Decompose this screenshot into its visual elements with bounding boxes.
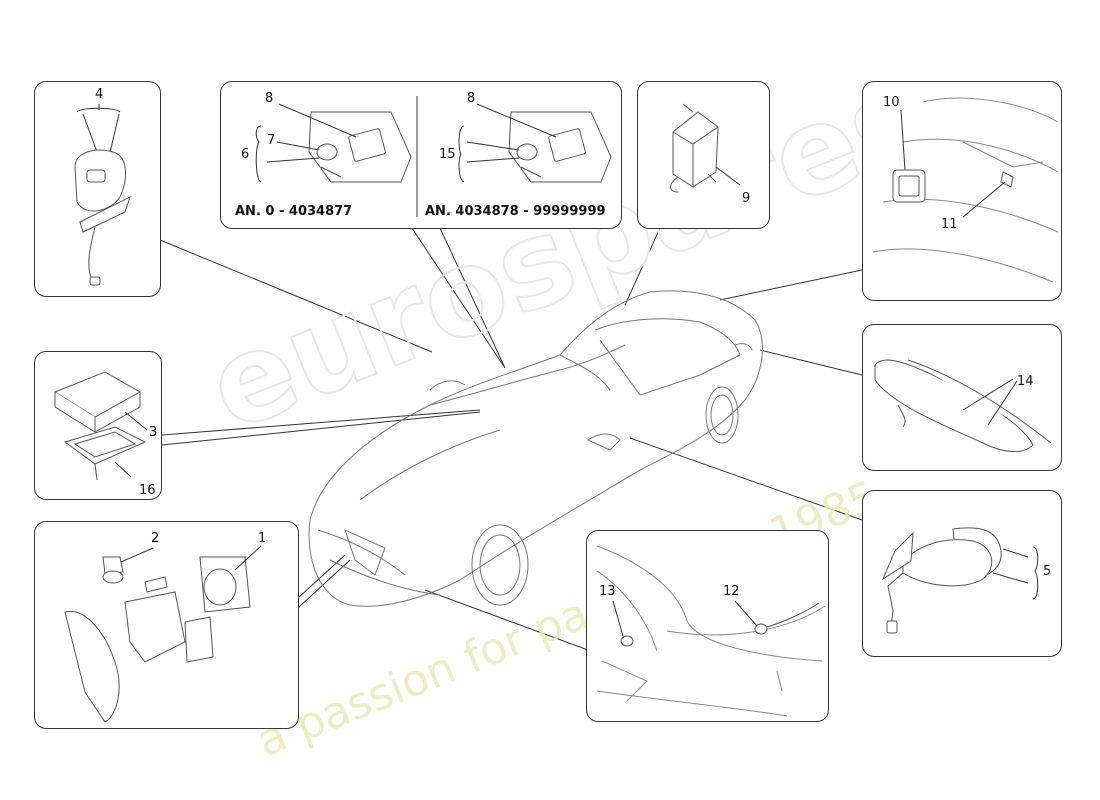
brake-light-illustration (874, 359, 1052, 452)
panel-part-13[interactable]: 13 12 (586, 530, 829, 722)
leader-line-9 (624, 227, 661, 306)
leader-line-5 (629, 437, 863, 521)
callout-9: 9 (742, 191, 751, 206)
leader-line-13 (424, 589, 589, 651)
callout-2: 2 (151, 531, 160, 546)
car-outline (308, 290, 763, 607)
callout-3: 3 (149, 425, 158, 440)
callout-5: 5 (1043, 564, 1052, 579)
callout-4: 4 (95, 87, 104, 102)
window-switch-illustration (74, 104, 131, 286)
control-unit-illustration (670, 103, 741, 193)
callout-8-left: 8 (265, 91, 274, 106)
panel-part-3[interactable]: 3 16 (34, 351, 162, 500)
roof-module-illustrations (255, 96, 612, 217)
panel-part-9[interactable]: 9 (637, 81, 770, 229)
mirror-illustration (881, 527, 1039, 634)
radar-sensor-illustration (64, 545, 262, 723)
callout-7: 7 (267, 133, 276, 148)
rear-camera-illustration (872, 97, 1059, 283)
caption-right-range: AN. 4034878 - 99999999 (425, 204, 606, 219)
bumper-sensor-illustration (596, 545, 826, 717)
leader-line-10 (719, 269, 863, 301)
callout-8-right: 8 (467, 91, 476, 106)
callout-16: 16 (139, 483, 156, 498)
leader-line-1a (297, 554, 346, 599)
panel-part-4[interactable]: 4 (34, 81, 161, 297)
leader-line-8 (399, 209, 506, 369)
panel-part-1[interactable]: 2 1 (34, 521, 299, 729)
leader-line-3b (161, 411, 481, 446)
callout-14: 14 (1017, 374, 1034, 389)
panel-part-8[interactable]: 8 7 6 AN. 0 - 4034877 8 15 AN. 4034878 -… (220, 81, 622, 229)
callout-13: 13 (599, 584, 616, 599)
panel-part-5[interactable]: 5 (862, 490, 1062, 657)
leader-line-14 (759, 349, 863, 376)
leader-line-15 (439, 227, 506, 369)
callout-15: 15 (439, 147, 456, 162)
callout-12: 12 (723, 584, 740, 599)
callout-1: 1 (258, 531, 267, 546)
callout-10: 10 (883, 95, 900, 110)
panel-part-14[interactable]: 14 (862, 324, 1062, 471)
leader-line-3a (161, 409, 481, 436)
callout-11: 11 (941, 217, 958, 232)
leader-line-1b (297, 559, 351, 609)
panel-part-10[interactable]: 10 11 (862, 81, 1062, 301)
leader-line-4 (159, 239, 433, 353)
ecu-bracket-illustration (53, 371, 148, 481)
caption-left-range: AN. 0 - 4034877 (235, 204, 353, 219)
callout-6: 6 (241, 147, 250, 162)
